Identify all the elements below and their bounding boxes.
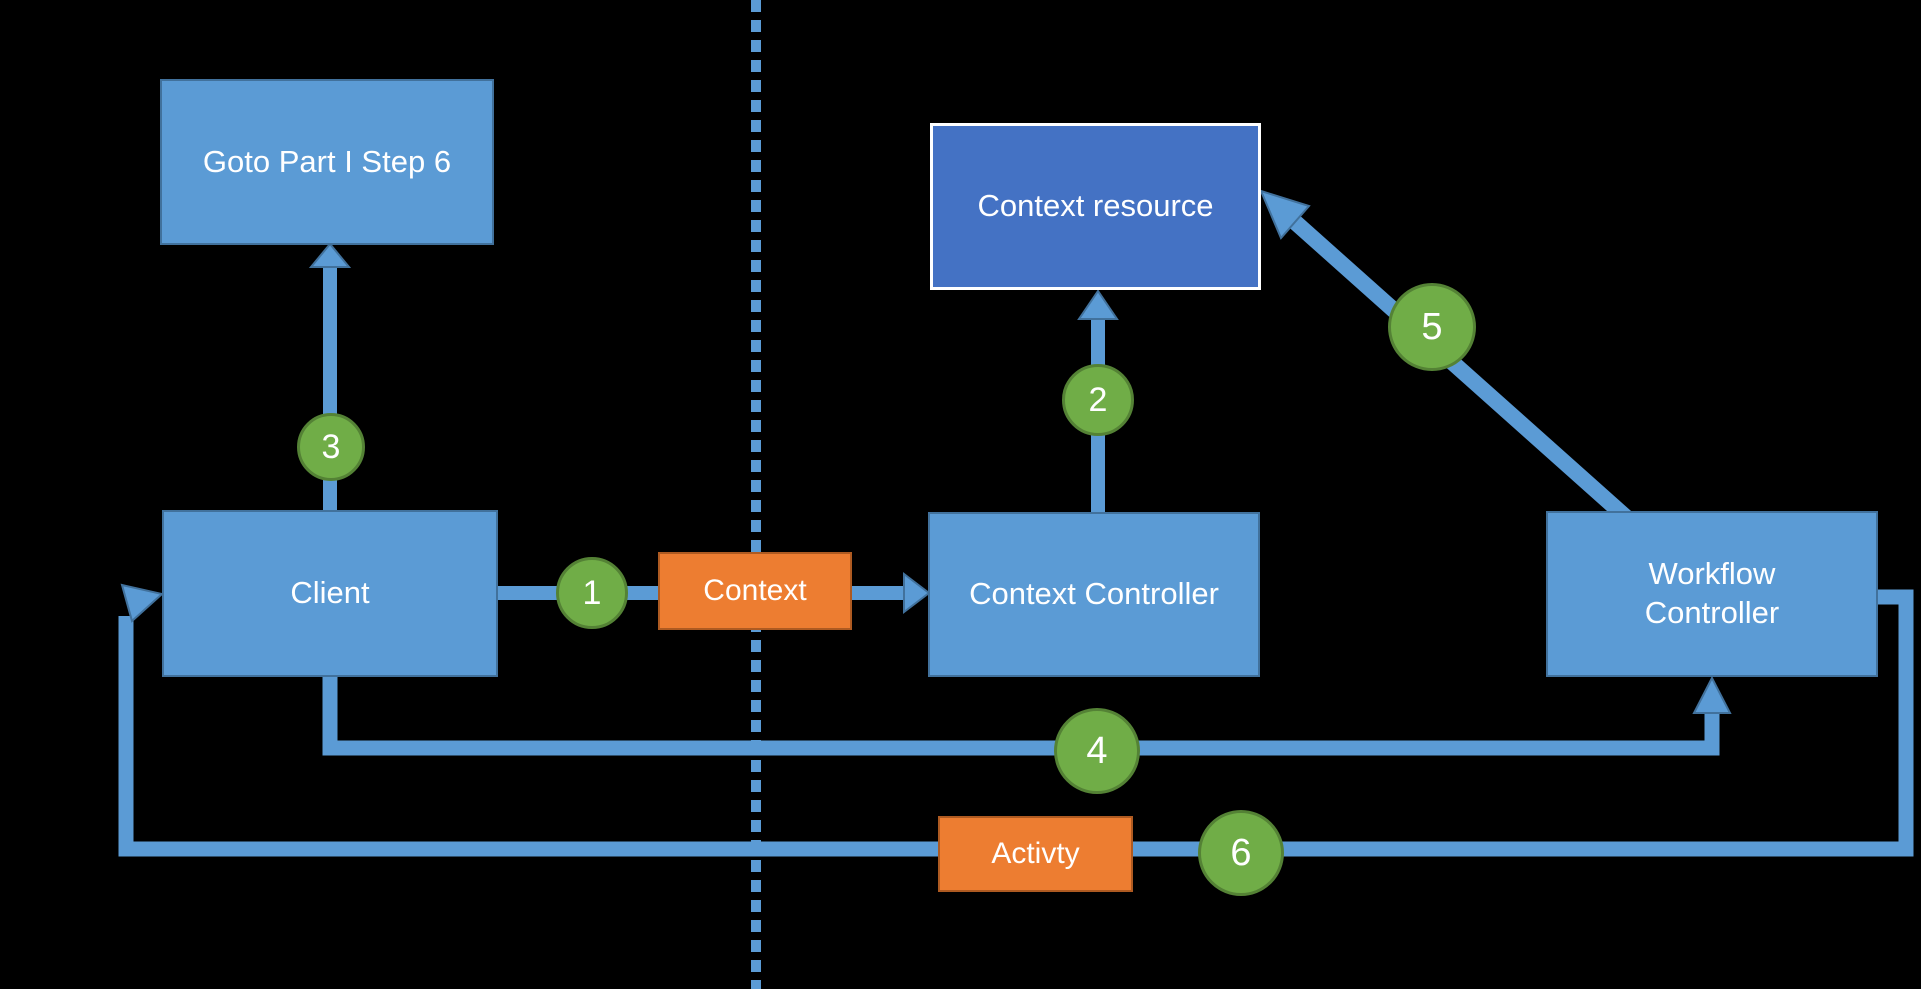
step-circle-1: 1 [556,557,628,629]
context-controller-box-label: Context Controller [969,576,1219,612]
step-circle-6: 6 [1198,810,1284,896]
arrow-step6-head [120,583,165,623]
arrow-step1-head [903,571,931,615]
context-tag: Context [658,552,852,630]
context-controller-box: Context Controller [928,512,1260,677]
arrow-step4-shaft [322,676,1720,756]
step-circle-4: 4 [1054,708,1140,794]
activity-tag-label: Activty [991,837,1080,871]
workflow-controller-box: Workflow Controller [1546,511,1878,677]
client-box: Client [162,510,498,677]
step-circle-1-number: 1 [582,573,602,612]
context-resource-box: Context resource [930,123,1261,290]
goto-box: Goto Part I Step 6 [160,79,494,245]
goto-box-label: Goto Part I Step 6 [202,143,452,179]
step-circle-5-number: 5 [1421,305,1443,348]
step-circle-6-number: 6 [1230,831,1252,874]
step-circle-3: 3 [297,413,365,481]
arrow-step6-shaft [118,589,1914,857]
client-box-label: Client [290,575,370,611]
step-circle-2-number: 2 [1088,380,1108,419]
step-circle-4-number: 4 [1086,729,1108,772]
step-circle-5: 5 [1388,283,1476,371]
context-tag-label: Context [703,574,807,608]
workflow-controller-box-label: Workflow Controller [1644,556,1780,630]
step-circle-3-number: 3 [321,427,341,466]
arrow-step5-head [1259,189,1311,240]
activity-tag: Activty [938,816,1133,892]
arrow-step3-head [308,242,352,268]
context-resource-box-label: Context resource [977,188,1214,224]
step-circle-2: 2 [1062,364,1134,436]
arrow-step2-head [1077,289,1119,320]
arrow-step4-head [1692,675,1732,714]
arrow-step5-shaft [1289,216,1634,525]
